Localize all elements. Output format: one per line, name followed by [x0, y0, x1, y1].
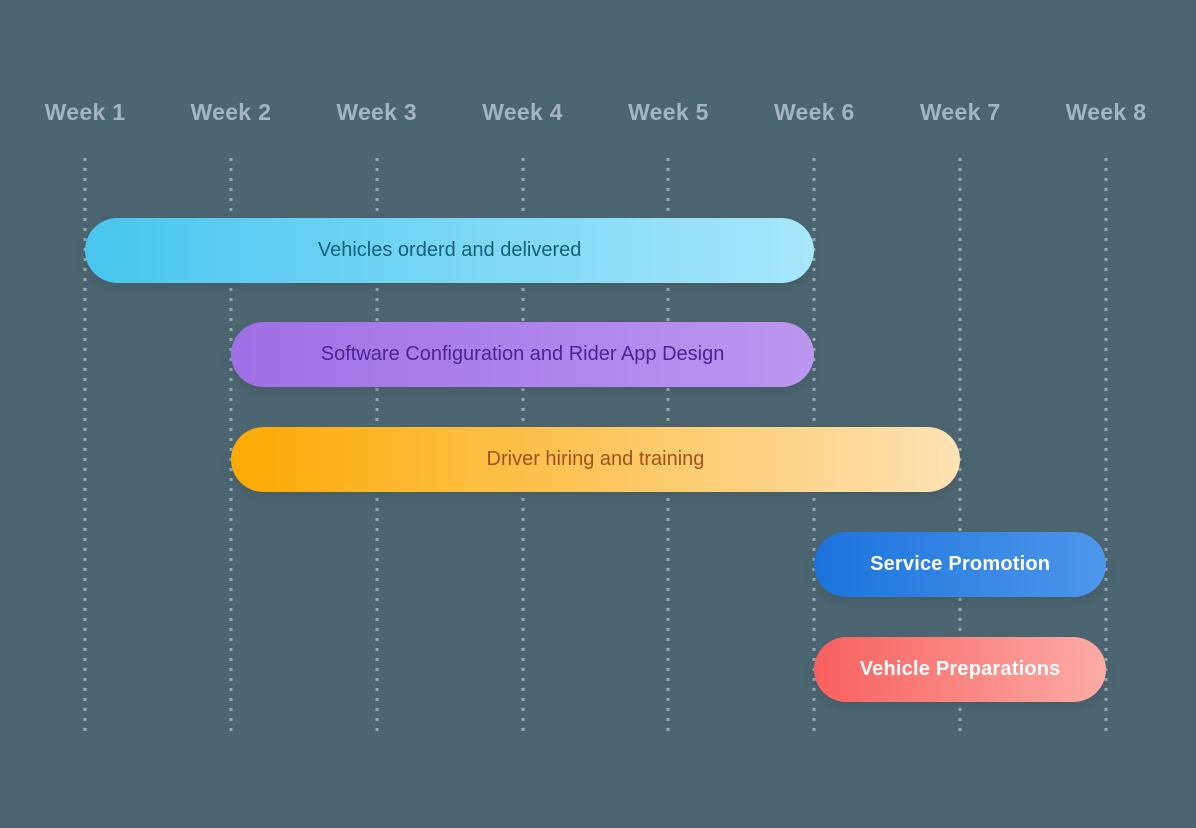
grid-line-week-2 — [229, 158, 233, 732]
week-label-2: Week 2 — [190, 99, 272, 125]
task-label-5: Vehicle Preparations — [859, 658, 1061, 680]
grid-line-week-1 — [83, 158, 87, 732]
task-label-4: Service Promotion — [870, 553, 1051, 575]
task-bar-1: Vehicles orderd and delivered — [85, 218, 815, 283]
task-bar-2: Software Configuration and Rider App Des… — [230, 322, 815, 387]
week-label-8: Week 8 — [1065, 99, 1147, 125]
week-label-1: Week 1 — [44, 99, 126, 125]
task-bar-4: Service Promotion — [814, 532, 1106, 597]
week-label-7: Week 7 — [919, 99, 1001, 125]
week-label-6: Week 6 — [773, 99, 855, 125]
task-label-3: Driver hiring and training — [486, 448, 705, 470]
task-label-2: Software Configuration and Rider App Des… — [320, 343, 725, 365]
week-label-3: Week 3 — [336, 99, 418, 125]
week-label-5: Week 5 — [628, 99, 709, 125]
task-bar-3: Driver hiring and training — [230, 427, 961, 492]
task-bar-5: Vehicle Preparations — [814, 637, 1106, 702]
grid-line-week-8 — [1104, 158, 1108, 732]
grid-line-week-7 — [958, 158, 962, 732]
week-label-4: Week 4 — [482, 99, 563, 125]
task-label-1: Vehicles orderd and delivered — [317, 239, 582, 261]
